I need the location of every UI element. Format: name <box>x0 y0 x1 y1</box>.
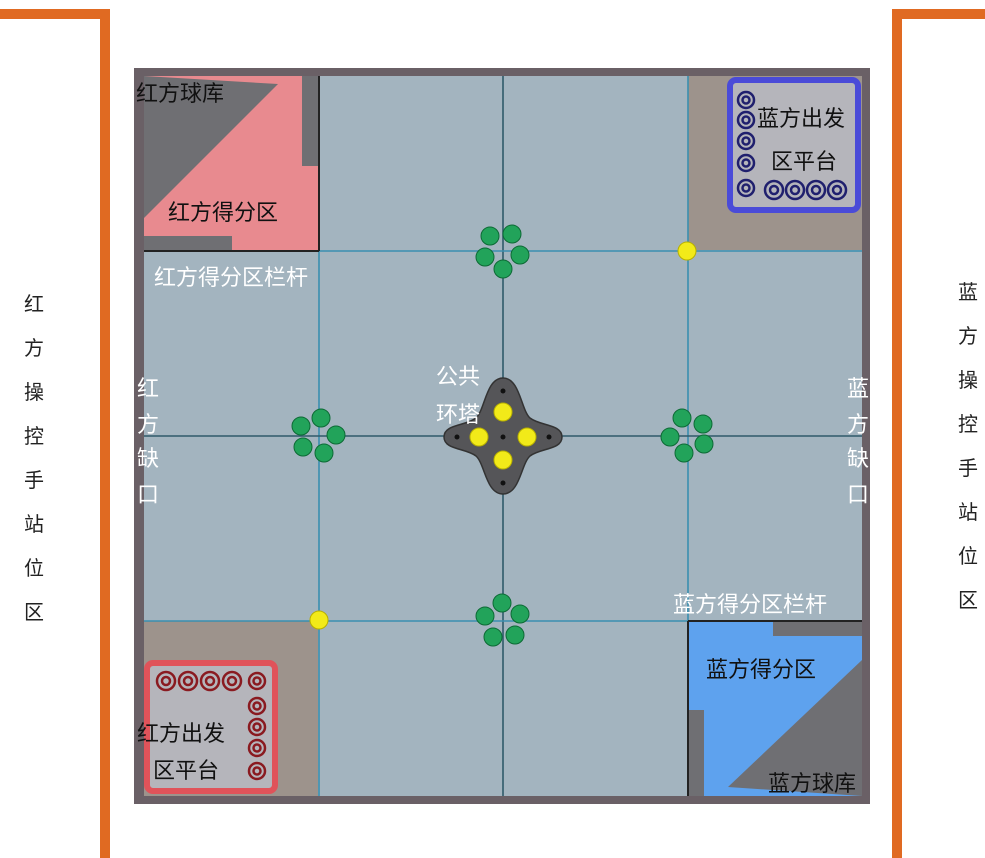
tower-label-2: 环塔 <box>436 403 480 428</box>
green-ball <box>502 224 522 244</box>
green-ball <box>291 416 311 436</box>
green-ball <box>480 226 500 246</box>
blue-start-label-1: 蓝方出发 <box>757 107 845 132</box>
blue-start-platform <box>727 77 861 213</box>
red-gap-label-1: 红方 <box>137 377 159 438</box>
green-ball <box>314 443 334 463</box>
green-ball <box>660 427 680 447</box>
blue-platform-rings <box>736 90 848 201</box>
red-start-platform <box>144 660 278 794</box>
blue-ball-storage-label: 蓝方球库 <box>768 772 856 797</box>
red-ball-storage <box>144 76 278 218</box>
tower-holes <box>454 388 552 486</box>
green-ball <box>326 425 346 445</box>
yellow-ball <box>309 610 329 630</box>
green-ball <box>672 408 692 428</box>
blue-score-wall <box>688 710 704 796</box>
yellow-ball <box>677 241 697 261</box>
blue-start-label-2: 区平台 <box>771 150 837 175</box>
red-platform-rings <box>155 670 267 781</box>
green-ball <box>510 604 530 624</box>
blue-score-zone-label: 蓝方得分区 <box>706 658 816 683</box>
green-ball <box>293 437 313 457</box>
green-ball <box>493 259 513 279</box>
blue-ball-storage <box>728 660 862 796</box>
red-start-label-1: 红方出发 <box>137 722 225 747</box>
red-gap-label-2: 缺口 <box>137 447 159 508</box>
green-ball <box>505 625 525 645</box>
green-ball <box>475 606 495 626</box>
yellow-ball <box>493 450 513 470</box>
blue-operator-station-label: 蓝方操控手站位区 <box>958 280 978 612</box>
tower-label-1: 公共 <box>436 365 480 390</box>
yellow-ball <box>517 427 537 447</box>
yellow-ball <box>469 427 489 447</box>
green-ball <box>475 247 495 267</box>
green-ball <box>311 408 331 428</box>
green-ball <box>694 434 714 454</box>
red-ball-storage-label: 红方球库 <box>136 82 224 107</box>
green-ball <box>510 245 530 265</box>
red-score-wall <box>302 76 319 166</box>
red-score-zone-label: 红方得分区 <box>168 201 278 226</box>
blue-score-bar-label: 蓝方得分区栏杆 <box>673 593 827 618</box>
yellow-ball <box>493 402 513 422</box>
green-ball <box>693 414 713 434</box>
green-ball <box>492 593 512 613</box>
green-ball <box>674 443 694 463</box>
blue-gap-label-2: 缺口 <box>847 447 869 508</box>
red-score-base <box>144 236 232 251</box>
blue-score-base <box>773 622 862 636</box>
red-score-bar-label: 红方得分区栏杆 <box>154 266 308 291</box>
red-start-label-2: 区平台 <box>153 759 219 784</box>
red-operator-station-label: 红方操控手站位区 <box>24 292 44 624</box>
blue-gap-label-1: 蓝方 <box>847 377 869 438</box>
green-ball <box>483 627 503 647</box>
